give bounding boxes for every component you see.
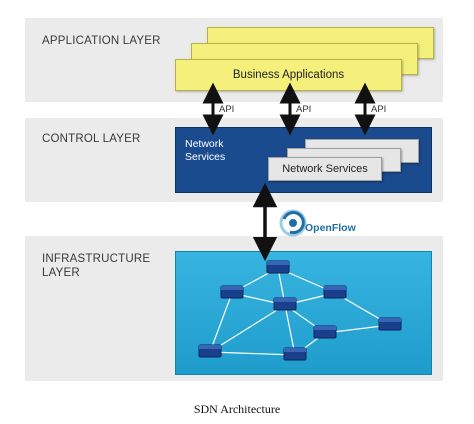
figure-caption: SDN Architecture (193, 402, 281, 416)
switch-icon (266, 260, 290, 274)
application-layer-label: APPLICATION LAYER (42, 35, 161, 47)
openflow-label: OpenFlow (305, 222, 356, 234)
api-label-3: API (371, 104, 387, 115)
switch-icon (283, 347, 307, 361)
network-links (209, 267, 391, 356)
infrastructure-layer-label: INFRASTRUCTURE LAYER (42, 253, 151, 279)
network-services-main-label: Network Services (185, 138, 226, 163)
network-switches (198, 260, 402, 361)
network-services-card-front: Network Services (268, 157, 382, 181)
network-services-card-label: Network Services (282, 163, 368, 175)
control-layer-label: CONTROL LAYER (42, 133, 141, 145)
switch-icon (273, 297, 297, 311)
switch-icon (198, 344, 222, 358)
switch-icon (220, 285, 244, 299)
openflow-logo-icon (279, 209, 307, 237)
api-label-2: API (296, 104, 312, 115)
switch-icon (313, 325, 337, 339)
switch-icon (378, 317, 402, 331)
api-label-1: API (219, 104, 235, 115)
switch-icon (323, 285, 347, 299)
business-applications-label: Business Applications (232, 69, 345, 81)
